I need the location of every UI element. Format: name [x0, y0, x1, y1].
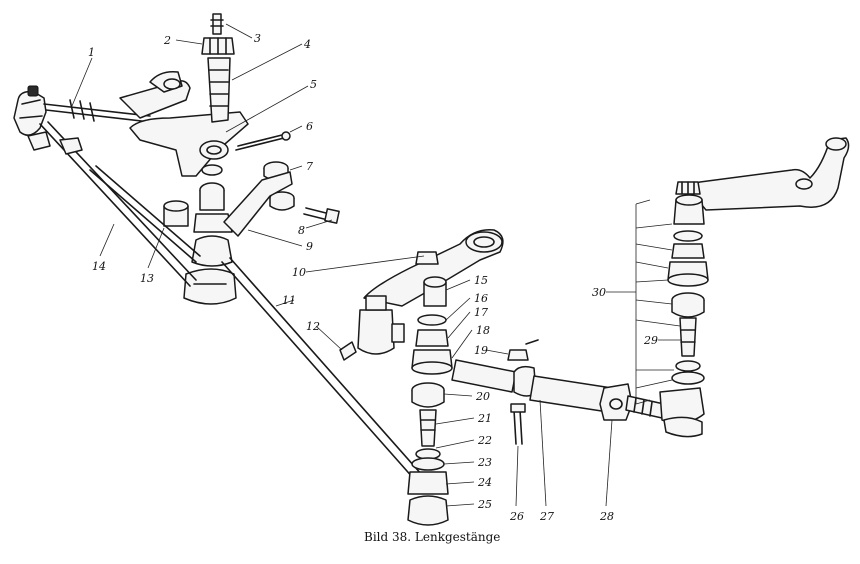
part-label-10: 10 [292, 266, 306, 279]
part-label-23: 23 [477, 456, 492, 469]
part-label-29: 29 [643, 334, 658, 347]
part-label-1: 1 [88, 46, 95, 59]
part-label-14: 14 [92, 260, 106, 273]
part-label-21: 21 [477, 412, 492, 425]
part-label-22: 22 [477, 434, 492, 447]
part-label-25: 25 [477, 498, 492, 511]
part-label-27: 27 [539, 510, 554, 523]
part-label-12: 12 [306, 320, 320, 333]
part-label-6: 6 [306, 120, 313, 133]
part-label-30: 30 [592, 286, 606, 299]
figure-caption: Bild 38. Lenkgestänge [364, 530, 500, 544]
center-steering-assembly [339, 229, 665, 526]
part-label-4: 4 [303, 38, 311, 51]
left-steering-assembly [13, 13, 431, 489]
part-label-2: 2 [163, 34, 171, 47]
part-label-16: 16 [474, 292, 488, 305]
part-label-18: 18 [476, 324, 490, 337]
part-label-26: 26 [509, 510, 524, 523]
part-label-24: 24 [477, 476, 492, 489]
part-label-3: 3 [254, 32, 261, 45]
part-label-15: 15 [474, 274, 488, 287]
part-label-5: 5 [310, 78, 317, 91]
part-label-7: 7 [306, 160, 313, 173]
part-label-11: 11 [282, 294, 296, 307]
part-label-9: 9 [306, 240, 313, 253]
part-label-13: 13 [140, 272, 154, 285]
leader-lines [71, 23, 682, 507]
part-label-20: 20 [475, 390, 490, 403]
right-steering-assembly [635, 137, 850, 438]
part-label-19: 19 [474, 344, 488, 357]
part-label-8: 8 [298, 224, 305, 237]
part-number-labels: 1 2 3 4 5 6 7 8 9 10 11 12 13 14 15 16 1… [88, 32, 658, 523]
part-label-17: 17 [474, 306, 488, 319]
part-label-28: 28 [599, 510, 614, 523]
